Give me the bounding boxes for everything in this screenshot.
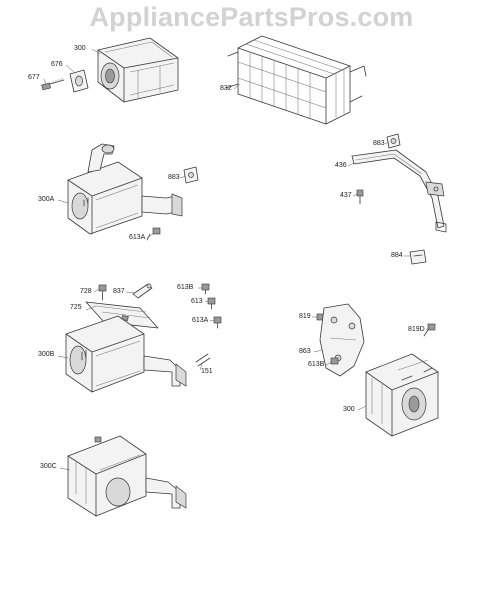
muffler-300-bottom xyxy=(365,353,439,437)
callout-613b-left: 613B xyxy=(177,284,194,291)
muffler-300-top xyxy=(97,37,179,103)
screw-613b-left xyxy=(201,283,210,295)
muffler-300a xyxy=(67,143,183,235)
clamp-883-right xyxy=(386,133,401,149)
bracket-837 xyxy=(132,283,153,299)
callout-300-top: 300 xyxy=(74,45,86,52)
callout-832: 832 xyxy=(220,85,232,92)
leader-lines xyxy=(43,48,429,471)
callout-436: 436 xyxy=(335,162,347,169)
callout-883-left: 883 xyxy=(168,174,180,181)
callout-728: 728 xyxy=(80,288,92,295)
callout-863: 863 xyxy=(299,348,311,355)
screw-613a-mid xyxy=(213,316,222,329)
screw-819d xyxy=(423,323,436,337)
pipe-436 xyxy=(351,149,447,233)
callout-819: 819 xyxy=(299,313,311,320)
callout-676: 676 xyxy=(51,61,63,68)
screw-677 xyxy=(41,78,65,91)
muffler-300b xyxy=(65,315,187,393)
clamp-883-left xyxy=(183,166,199,184)
guard-832 xyxy=(225,35,367,125)
site-watermark: AppliancePartsPros.com xyxy=(89,2,414,32)
callout-300-bottom: 300 xyxy=(343,406,355,413)
screw-613 xyxy=(207,297,216,310)
callout-677: 677 xyxy=(28,74,40,81)
screw-613a-top xyxy=(146,227,161,241)
callout-819d: 819D xyxy=(408,326,425,333)
callout-613a-top: 613A xyxy=(129,234,146,241)
callout-613b-right: 613B xyxy=(308,361,325,368)
callout-837: 837 xyxy=(113,288,125,295)
callout-884: 884 xyxy=(391,252,403,259)
callout-883-right: 883 xyxy=(373,140,385,147)
muffler-300c xyxy=(67,435,187,517)
gasket-676 xyxy=(69,69,89,93)
bracket-863 xyxy=(319,303,365,377)
part-151 xyxy=(195,353,211,367)
callout-300c: 300C xyxy=(40,463,57,470)
callout-613a-mid: 613A xyxy=(192,317,209,324)
callout-437: 437 xyxy=(340,192,352,199)
callout-613: 613 xyxy=(191,298,203,305)
callout-151: 151 xyxy=(201,368,213,375)
screw-437 xyxy=(356,189,364,205)
callout-300a: 300A xyxy=(38,196,55,203)
screw-728 xyxy=(98,284,107,301)
callout-725: 725 xyxy=(70,304,82,311)
callout-300b: 300B xyxy=(38,351,55,358)
nut-613b-right xyxy=(330,357,339,365)
clip-884 xyxy=(409,249,427,265)
